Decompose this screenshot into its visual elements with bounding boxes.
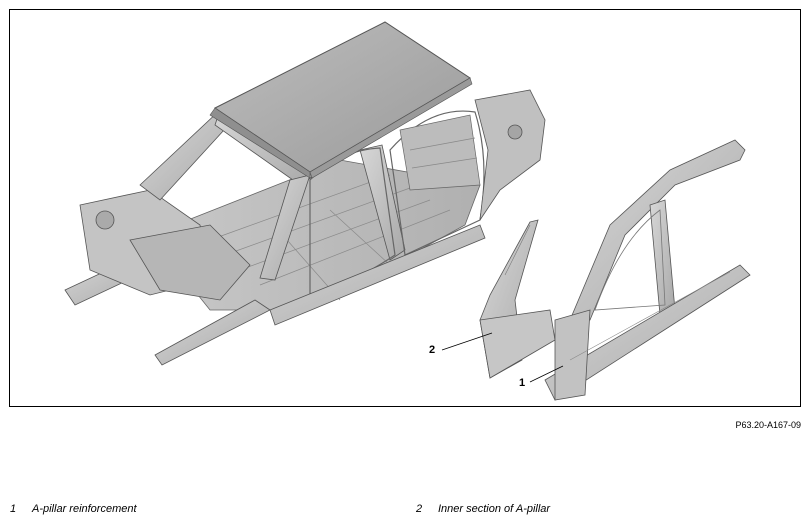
body-shell-illustration (64, 21, 751, 401)
callout-leader-2 (441, 332, 493, 351)
inner-section-a-pillar-part (479, 219, 556, 379)
legend-number: 1 (10, 503, 17, 515)
figure-identifier: P63.20-A167-09 (735, 420, 801, 430)
callout-number-1: 1 (519, 377, 526, 389)
callout-leader-1 (529, 365, 564, 383)
a-pillar-reinforcement-part (544, 139, 751, 401)
callout-number-2: 2 (429, 344, 436, 356)
legend-label: A-pillar reinforcement (32, 503, 137, 515)
legend-number: 2 (416, 503, 423, 515)
legend-label: Inner section of A-pillar (438, 503, 551, 515)
legend-item-1: 1 A-pillar reinforcement (10, 503, 137, 515)
body-in-white (64, 21, 546, 366)
legend-item-2: 2 Inner section of A-pillar (416, 503, 550, 515)
illustration-frame: 2 1 (9, 9, 801, 407)
